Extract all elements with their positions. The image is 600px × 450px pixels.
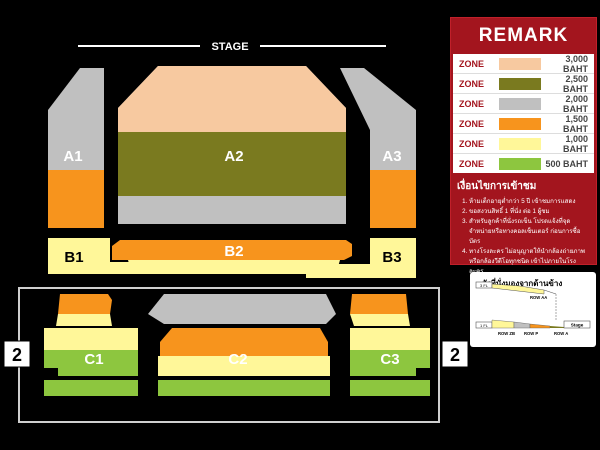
price-label: 2,000 BAHT	[563, 93, 588, 114]
price-label: 1,000 BAHT	[563, 133, 588, 154]
zone-c1[interactable]	[44, 294, 138, 396]
zone-word: ZONE	[459, 98, 485, 109]
zone-c3[interactable]	[350, 294, 430, 396]
price-row: ZONE 500 BAHT	[453, 154, 594, 173]
remark-legend: REMARK ZONE 3,000 BAHT ZONE 2,500 BAHT Z…	[450, 17, 597, 275]
zone-c1-label: C1	[84, 351, 103, 368]
zone-b3-label: B3	[382, 249, 401, 266]
row-p-label: ROW P	[524, 331, 538, 336]
stage-label: STAGE	[211, 41, 248, 53]
price-label: 1,500 BAHT	[563, 113, 588, 134]
zone-a1-label: A1	[63, 148, 82, 165]
zone-b1[interactable]	[48, 238, 146, 274]
zone-word: ZONE	[459, 118, 485, 129]
swatch-orange	[499, 117, 541, 130]
zone-b3[interactable]	[306, 238, 416, 278]
stage-block	[563, 320, 591, 329]
tag-3fl-label: 3 FL	[480, 283, 489, 288]
level-badge-right	[441, 340, 469, 368]
zone-word: ZONE	[459, 138, 485, 149]
remark-title: REMARK	[478, 25, 569, 46]
zone-c3-label: C3	[380, 351, 399, 368]
price-row: ZONE 3,000 BAHT	[453, 54, 594, 74]
conditions-title: เงื่อนไขการเข้าชม	[457, 181, 537, 192]
swatch-olive	[499, 77, 541, 90]
row-zb-label: ROW ZB	[498, 331, 515, 336]
zone-a1[interactable]	[48, 68, 104, 228]
zone-b2-label: B2	[224, 243, 243, 260]
zone-a3[interactable]	[340, 68, 416, 228]
condition-item: ขอสงวนสิทธิ์ 1 ที่นั่ง ต่อ 1 ผู้ชม	[469, 207, 590, 217]
zone-word: ZONE	[459, 78, 485, 89]
tag-1fl-label: 1 FL	[480, 323, 489, 328]
price-row: ZONE 2,500 BAHT	[453, 74, 594, 94]
price-row: ZONE 1,000 BAHT	[453, 134, 594, 154]
condition-item: ห้ามเด็กอายุต่ำกว่า 5 ปี เข้าชมการแสดง	[469, 197, 590, 207]
price-label: 3,000 BAHT	[563, 53, 588, 74]
price-label: 2,500 BAHT	[563, 73, 588, 94]
swatch-grey	[499, 97, 541, 110]
zone-a2-label: A2	[224, 148, 243, 165]
level-badge-left-label: 2	[12, 345, 22, 365]
side-view-panel: ผังที่นั่งมองจากด้านข้าง 3 FL ROW AA 1 F…	[470, 272, 596, 347]
conditions-list: ห้ามเด็กอายุต่ำกว่า 5 ปี เข้าชมการแสดง ข…	[451, 197, 596, 277]
zone-b1-label: B1	[64, 249, 83, 266]
price-list: ZONE 3,000 BAHT ZONE 2,500 BAHT ZONE 2,0…	[453, 54, 594, 173]
price-label: 500 BAHT	[545, 158, 588, 169]
upper-tier	[491, 283, 545, 295]
condition-item: สำหรับลูกค้าที่นั่งรถเข็น โปรดแจ้งที่จุด…	[469, 217, 590, 247]
swatch-yellow	[499, 137, 541, 150]
price-row: ZONE 2,000 BAHT	[453, 94, 594, 114]
zone-b2[interactable]	[112, 240, 352, 274]
zone-word: ZONE	[459, 58, 485, 69]
zone-a2[interactable]	[118, 66, 346, 224]
side-view-diagram: 3 FL ROW AA 1 FL Stage ROW ZB ROW P ROW …	[475, 281, 591, 336]
side-view-title: ผังที่นั่งมองจากด้านข้าง	[482, 279, 563, 288]
level-badge-left	[3, 340, 31, 368]
level-badge-right-label: 2	[450, 345, 460, 365]
zone-a3-label: A3	[382, 148, 401, 165]
zone-word: ZONE	[459, 158, 485, 169]
stage-block-label: Stage	[571, 323, 584, 328]
row-aa-label: ROW AA	[530, 295, 547, 300]
swatch-peach	[499, 57, 541, 70]
swatch-green	[499, 157, 541, 170]
zone-c2-label: C2	[228, 351, 247, 368]
price-row: ZONE 1,500 BAHT	[453, 114, 594, 134]
condition-item: ทางโรงละคร ไม่อนุญาตให้นำกล้องถ่ายภาพหรื…	[469, 247, 590, 277]
zone-c2[interactable]	[148, 294, 336, 396]
row-a-label: ROW A	[554, 331, 568, 336]
